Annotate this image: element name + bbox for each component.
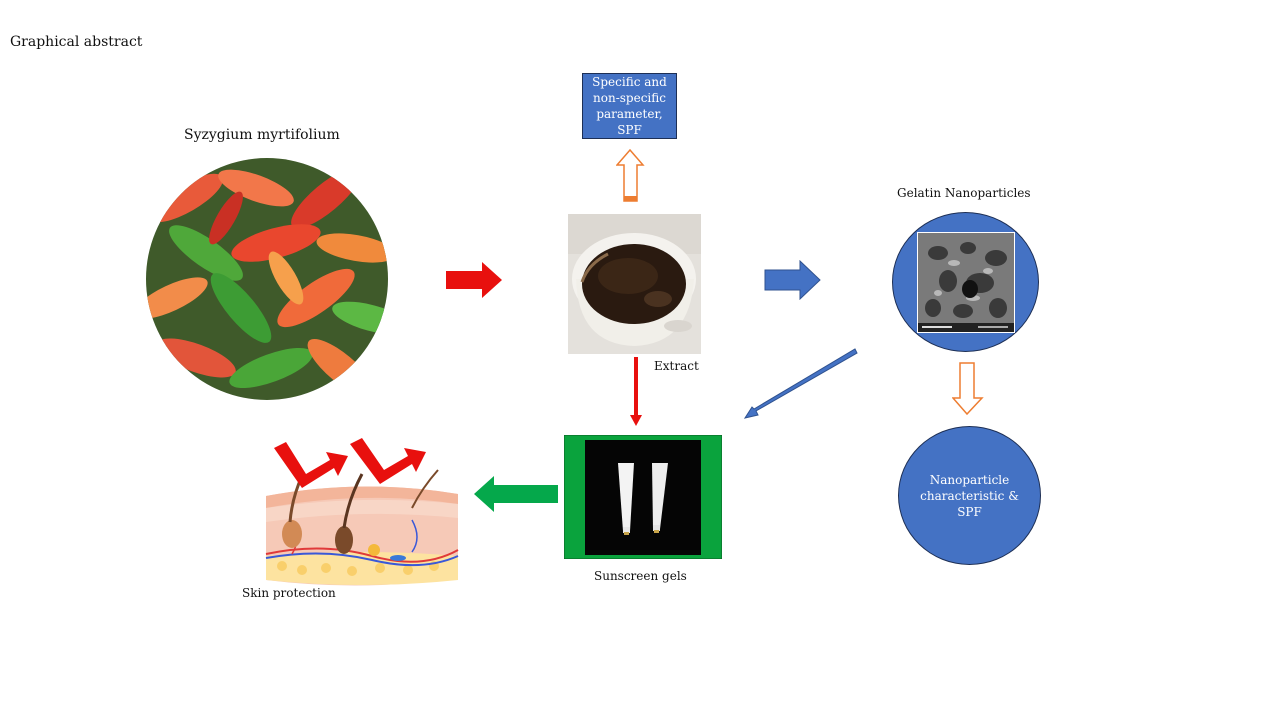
page-title: Graphical abstract [10, 34, 143, 50]
sunscreen-label: Sunscreen gels [594, 569, 687, 583]
nanoparticles-label: Gelatin Nanoparticles [897, 186, 1031, 200]
sem-micrograph [917, 232, 1015, 333]
extract-label: Extract [654, 359, 699, 373]
skin-protection-label: Skin protection [242, 586, 336, 600]
sunscreen-gels-photo [564, 435, 722, 559]
arrow-nanoparticles-to-sunscreen [744, 345, 858, 421]
arrow-down-to-characteristics [952, 362, 984, 416]
arrow-sunscreen-to-skin [474, 476, 558, 512]
parameters-box: Specific and non-specific parameter, SPF [582, 73, 677, 139]
arrow-extract-to-nanoparticles [764, 260, 822, 300]
arrow-extract-to-sunscreen [630, 357, 642, 427]
arrow-up-to-parameters [616, 149, 646, 203]
plant-photo [146, 158, 388, 400]
extract-photo [568, 214, 701, 354]
skin-illustration [262, 438, 462, 588]
characteristics-circle: Nanoparticle characteristic & SPF [898, 426, 1041, 565]
plant-label: Syzygium myrtifolium [184, 127, 340, 143]
arrow-plant-to-extract [446, 262, 502, 298]
